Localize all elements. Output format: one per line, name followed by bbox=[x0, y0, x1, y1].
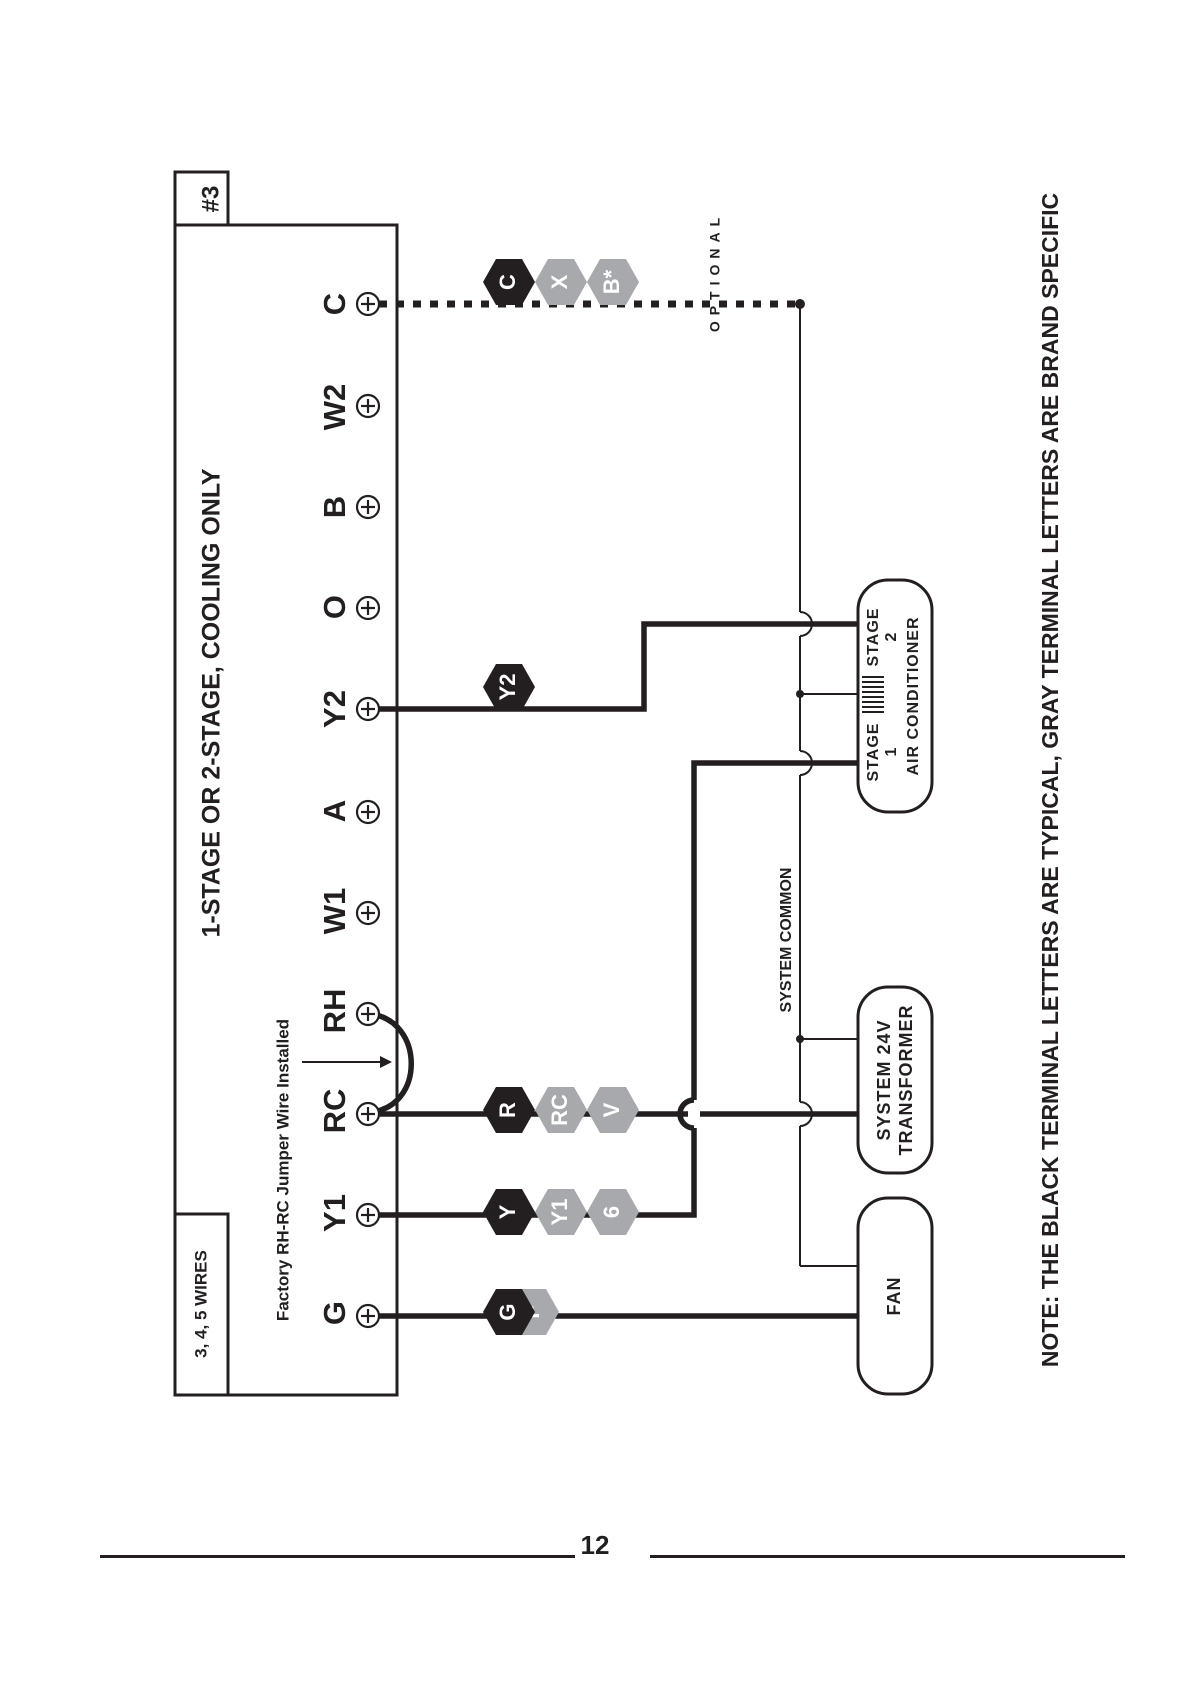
transformer-label-line1: SYSTEM 24V bbox=[874, 1019, 894, 1140]
badge-gray-hex bbox=[587, 1189, 639, 1235]
badge-gray-hex bbox=[535, 1087, 587, 1133]
page-number: 12 bbox=[580, 1530, 610, 1560]
wire-count-label: 3, 4, 5 WIRES bbox=[191, 1250, 210, 1358]
badge-black-hex bbox=[483, 664, 535, 710]
screw-a-icon bbox=[355, 799, 381, 825]
diagram-title: 1-STAGE OR 2-STAGE, COOLING ONLY bbox=[198, 468, 226, 937]
badges-c: B* X C bbox=[483, 259, 639, 305]
screw-y2-icon bbox=[355, 696, 381, 722]
thermostat-outline bbox=[173, 223, 399, 1397]
terminal-label-b: B bbox=[317, 496, 352, 518]
badge-black-hex bbox=[483, 1189, 535, 1235]
terminal-label-y1: Y1 bbox=[317, 1194, 352, 1232]
badge-black-label: R bbox=[495, 1102, 520, 1118]
diagram-number: #3 bbox=[197, 186, 224, 213]
screw-c-icon bbox=[355, 291, 381, 317]
system-common-label: SYSTEM COMMON bbox=[778, 868, 795, 1013]
jumper-wire bbox=[369, 1011, 414, 1115]
air-conditioner-label: AIR CONDITIONER bbox=[905, 617, 922, 776]
terminal-screws bbox=[355, 291, 381, 1329]
wire-y2 bbox=[379, 621, 858, 712]
screw-g-icon bbox=[355, 1303, 381, 1329]
badge-gray-hex bbox=[535, 259, 587, 305]
terminal-label-w2: W2 bbox=[317, 384, 352, 431]
jumper-arrow-head bbox=[380, 1056, 392, 1068]
fan-box bbox=[856, 1196, 934, 1396]
badge-gray-label: RC bbox=[547, 1094, 572, 1126]
badge-black-label: C bbox=[495, 274, 520, 290]
badge-gray-label: 6 bbox=[599, 1206, 624, 1218]
terminal-label-a: A bbox=[317, 800, 352, 822]
badge-gray-hex bbox=[535, 1189, 587, 1235]
badges-rc: V RC R bbox=[483, 1087, 639, 1133]
badge-gray-label: X bbox=[547, 274, 572, 289]
badge-gray-label: B* bbox=[599, 269, 624, 294]
badge-black-hex bbox=[483, 259, 535, 305]
terminal-label-w1: W1 bbox=[317, 888, 352, 935]
screw-y1-icon bbox=[355, 1202, 381, 1228]
jumper-note: Factory RH-RC Jumper Wire Installed bbox=[273, 1019, 292, 1321]
screw-w2-icon bbox=[355, 393, 381, 419]
wire-y1 bbox=[379, 760, 858, 1218]
terminal-label-g: G bbox=[317, 1301, 352, 1325]
screw-o-icon bbox=[355, 595, 381, 621]
badge-black-label: G bbox=[495, 1303, 520, 1320]
brand-note: NOTE: THE BLACK TERMINAL LETTERS ARE TYP… bbox=[1037, 193, 1063, 1367]
badge-gray-hex bbox=[587, 259, 639, 305]
terminal-label-o: O bbox=[317, 595, 352, 619]
transformer-box bbox=[856, 985, 934, 1175]
wire-crossover-hop bbox=[677, 1097, 695, 1131]
ac-stage-separator-icon bbox=[862, 676, 884, 713]
badge-black-hex bbox=[483, 1289, 535, 1335]
badges-g: F G bbox=[483, 1289, 559, 1335]
optional-label: OPTIONAL bbox=[707, 212, 723, 332]
terminal-label-rc: RC bbox=[317, 1089, 352, 1134]
terminal-label-c: C bbox=[317, 293, 352, 315]
badge-black-hex bbox=[483, 1087, 535, 1133]
terminal-label-y2: Y2 bbox=[317, 690, 352, 728]
transformer-label-line2: TRANSFORMER bbox=[896, 1005, 916, 1156]
footer-rule-right bbox=[650, 1555, 1125, 1558]
terminal-label-rh: RH bbox=[317, 989, 352, 1034]
screw-rc-icon bbox=[355, 1101, 381, 1127]
common-junction-transformer bbox=[796, 1035, 804, 1043]
fan-label: FAN bbox=[884, 1277, 904, 1316]
screw-rh-icon bbox=[355, 1001, 381, 1027]
common-junction-ac bbox=[796, 690, 804, 698]
badge-gray-label: V bbox=[599, 1102, 624, 1117]
badge-black-label: Y bbox=[495, 1204, 520, 1219]
system-common-bus bbox=[799, 304, 858, 1267]
crossover-gap bbox=[688, 1100, 700, 1128]
wire-count-box bbox=[173, 1212, 230, 1397]
ac-stage2-number: 2 bbox=[883, 632, 900, 641]
ac-stage1-number: 1 bbox=[883, 747, 900, 756]
wires bbox=[369, 621, 858, 1319]
diagram-number-box bbox=[173, 170, 230, 227]
footer-rule-left bbox=[100, 1555, 575, 1558]
terminal-labels: G Y1 RC RH W1 A Y2 O B W2 C bbox=[317, 293, 352, 1325]
ac-stage1-label: STAGE bbox=[865, 723, 882, 782]
screw-b-icon bbox=[355, 494, 381, 520]
badge-gray-hex bbox=[587, 1087, 639, 1133]
badges-y1: 6 Y1 Y bbox=[483, 1189, 639, 1235]
badge-gray-label: Y1 bbox=[547, 1199, 572, 1226]
badge-black-label: Y2 bbox=[495, 674, 520, 701]
screw-w1-icon bbox=[355, 900, 381, 926]
air-conditioner-box bbox=[856, 578, 934, 814]
badges-y2: Y2 bbox=[483, 664, 535, 710]
ac-stage2-label: STAGE bbox=[865, 608, 882, 667]
